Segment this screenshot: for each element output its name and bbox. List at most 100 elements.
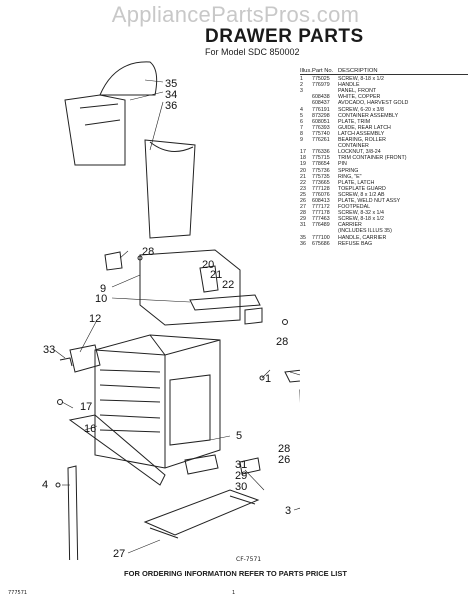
description-cell: HANDLE xyxy=(338,82,360,89)
callout-22: 22 xyxy=(222,279,234,291)
description-cell: RING, "E" xyxy=(338,173,362,180)
part-no-cell: 608438 xyxy=(312,94,330,101)
watermark: AppliancePartsPros.com xyxy=(111,2,360,27)
description-cell: AVOCADO, HARVEST GOLD xyxy=(338,100,409,107)
illus-no-cell: 25 xyxy=(300,191,306,198)
description-cell: SCREW, 8-18 x 1/2 xyxy=(338,216,384,223)
description-cell: SCREW, 8-32 x 1/4 xyxy=(338,210,384,217)
callout-9: 9 xyxy=(100,283,106,295)
illus-no-cell: 28 xyxy=(300,210,306,217)
description-cell: PLATE, LATCH xyxy=(338,179,375,186)
description-cell: SPRING xyxy=(338,167,359,174)
illus-no-cell: 3 xyxy=(300,88,303,95)
foot-pedal xyxy=(143,489,260,539)
description-cell: CONTAINER ASSEMBLY xyxy=(338,112,399,119)
callout-12: 12 xyxy=(89,313,101,325)
description-cell: PLATE, WELD NUT ASSY xyxy=(338,197,401,204)
part-no-cell: 776336 xyxy=(312,149,330,156)
part-no-cell: 775740 xyxy=(312,130,330,137)
callout-28b: 28 xyxy=(276,336,288,348)
header-description: DESCRIPTION xyxy=(338,68,378,74)
illus-no-cell: 31 xyxy=(300,222,306,229)
description-cell: SCREW, 8-18 x 1/2 xyxy=(338,76,384,83)
part-no-cell: 608051 xyxy=(312,118,330,125)
part-no-cell: 873298 xyxy=(312,112,330,119)
illus-no-cell: 9 xyxy=(300,137,303,144)
callout-21: 21 xyxy=(210,269,222,281)
header-part-no: Part No. xyxy=(312,68,334,74)
description-cell: (INCLUDES ILLUS 35) xyxy=(338,228,392,235)
hardware xyxy=(55,251,288,488)
callout-34: 34 xyxy=(165,89,177,101)
callout-35: 35 xyxy=(165,78,177,90)
page-title: DRAWER PARTS xyxy=(205,26,364,47)
description-cell: REFUSE BAG xyxy=(338,240,373,247)
part-no-cell: 776979 xyxy=(312,82,330,89)
callout-5: 5 xyxy=(236,430,242,442)
table-row: 31 776489 CARRIER xyxy=(300,222,468,228)
callout-17: 17 xyxy=(80,401,92,413)
callout-1: 1 xyxy=(265,373,271,385)
front-panel xyxy=(284,369,300,404)
callout-20: 20 xyxy=(202,259,214,271)
part-no-cell: 775736 xyxy=(312,167,330,174)
part-no-cell: 675686 xyxy=(312,240,330,247)
part-no-cell: 773665 xyxy=(312,179,330,186)
description-cell: CONTAINER xyxy=(338,143,369,150)
callout-4: 4 xyxy=(42,479,48,491)
callout-31: 31 xyxy=(235,459,247,471)
illus-no-cell: 23 xyxy=(300,185,306,192)
part-no-cell: 775735 xyxy=(312,173,330,180)
callout-10: 10 xyxy=(95,293,107,305)
parts-table-header: Illus. No. Part No. DESCRIPTION xyxy=(300,68,468,76)
illus-no-cell: 22 xyxy=(300,179,306,186)
description-cell: SCREW, 6-20 x 3/8 xyxy=(338,106,384,113)
illus-no-cell: 27 xyxy=(300,204,306,211)
illus-no-cell: 29 xyxy=(300,216,306,223)
refuse-bag xyxy=(64,61,196,239)
side-rail xyxy=(67,465,79,560)
description-cell: CARRIER xyxy=(338,222,362,229)
part-no-cell: 776191 xyxy=(312,106,330,113)
part-no-cell: 776489 xyxy=(312,222,330,229)
part-no-cell: 777128 xyxy=(312,185,330,192)
part-no-cell: 777463 xyxy=(312,216,330,223)
illus-no-cell: 2 xyxy=(300,82,303,89)
exploded-parts-diagram: 35 34 36 28 20 21 22 9 10 28 12 33 1 2 1… xyxy=(42,61,300,560)
description-cell: WHITE, COPPER xyxy=(338,94,381,101)
illus-no-cell: 4 xyxy=(300,106,303,113)
trim-plate xyxy=(69,344,101,373)
description-cell: PANEL, FRONT xyxy=(338,88,377,95)
page-mark: 1 xyxy=(232,590,236,596)
description-cell: HANDLE, CARRIER xyxy=(338,234,387,241)
table-row: (INCLUDES ILLUS 35) xyxy=(300,228,468,234)
callout-16: 16 xyxy=(84,423,96,435)
callout-36: 36 xyxy=(165,100,177,112)
callout-29: 29 xyxy=(235,470,247,482)
description-cell: PLATE, TRIM xyxy=(338,118,371,125)
callout-27: 27 xyxy=(113,548,125,560)
illus-no-cell: 7 xyxy=(300,124,303,131)
table-row: 4 776191 SCREW, 6-20 x 3/8 xyxy=(300,107,468,113)
description-cell: BEARING, ROLLER xyxy=(338,137,386,144)
table-row: 29 777463 SCREW, 8-18 x 1/2 xyxy=(300,216,468,222)
part-no-cell: 775715 xyxy=(312,155,330,162)
table-row: 3 PANEL, FRONT xyxy=(300,88,468,94)
table-row: 22 773665 PLATE, LATCH xyxy=(300,180,468,186)
